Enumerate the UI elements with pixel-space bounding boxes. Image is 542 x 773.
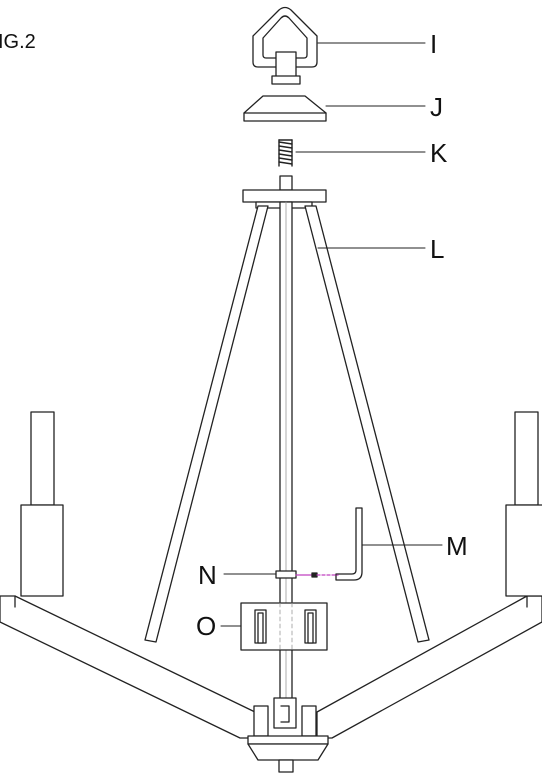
part-i-hanging-loop [252,6,318,85]
part-m-hex-key [335,507,363,581]
label-k: K [430,138,448,168]
part-k-threaded-rod [278,139,293,167]
part-n-set-screw [275,570,339,579]
label-m: M [446,531,468,561]
callout-leaders [220,42,443,627]
part-l-frame [0,175,542,773]
label-l: L [430,234,445,264]
part-j-canopy [243,95,327,122]
figure-label: IG.2 [0,31,36,53]
label-n: N [198,560,217,590]
label-o: O [196,611,217,641]
part-o-weight-block [240,602,328,651]
label-j: J [430,92,443,122]
label-i: I [430,29,438,59]
